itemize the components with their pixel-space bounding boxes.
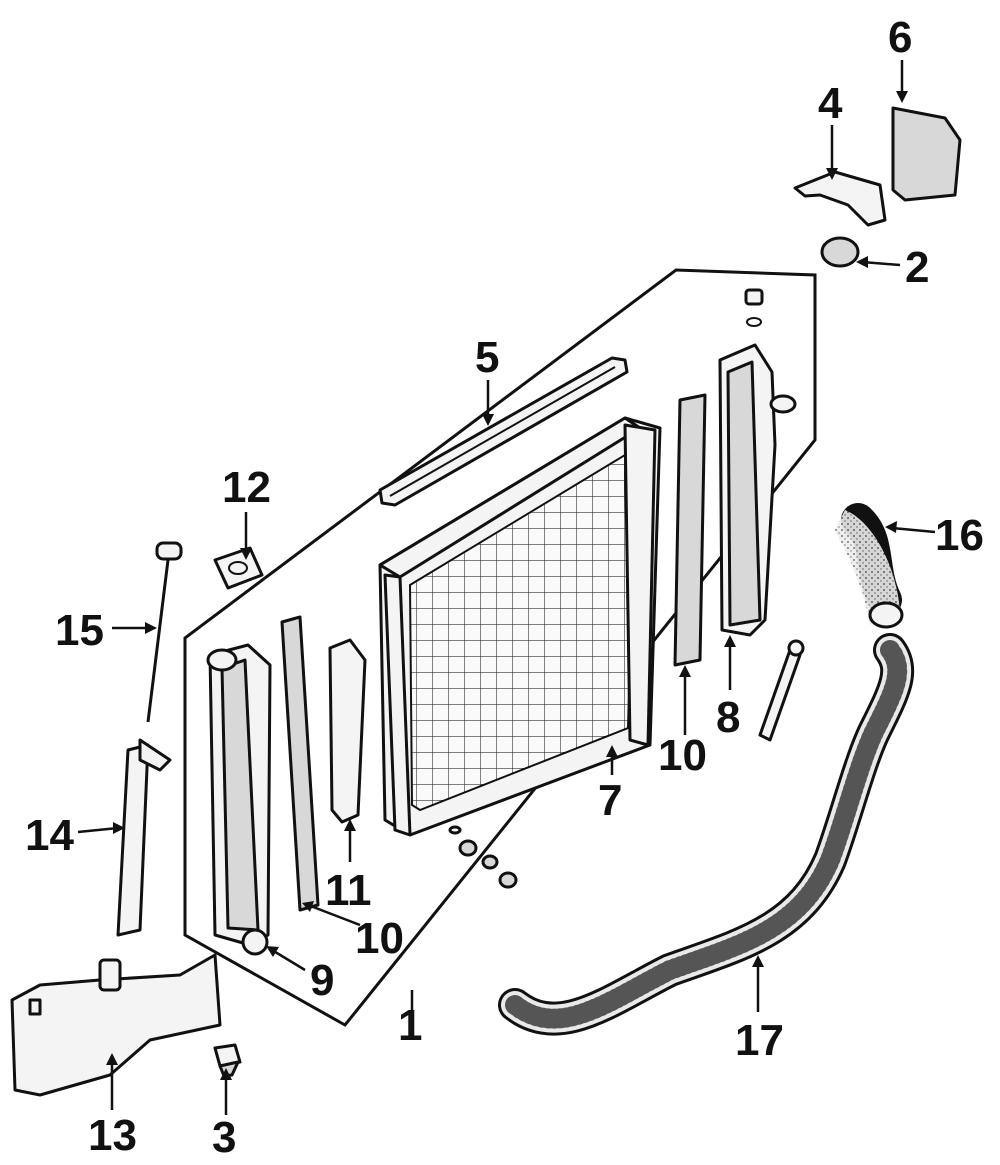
bushing (820, 236, 860, 268)
reservoir-tube (116, 738, 172, 937)
reservoir-tank (10, 953, 222, 1097)
radiator-core (378, 416, 662, 837)
side-bracket (328, 638, 367, 824)
assembly-outline (183, 268, 817, 1027)
callout-10-right: 10 (658, 731, 707, 780)
callout-6: 6 (888, 13, 912, 62)
fastener-set (448, 825, 518, 889)
callout-13: 13 (88, 1111, 137, 1160)
right-seal-strip (673, 393, 707, 667)
callout-8: 8 (716, 693, 740, 742)
callout-3: 3 (212, 1113, 236, 1162)
upper-bracket (793, 170, 887, 227)
reservoir-rod (146, 541, 183, 723)
callout-2: 2 (905, 243, 929, 292)
upper-hose (835, 503, 904, 629)
callout-14: 14 (25, 811, 74, 860)
callout-9: 9 (310, 956, 334, 1005)
callout-4: 4 (818, 79, 843, 128)
shroud-plate (891, 106, 962, 202)
callout-16: 16 (935, 511, 984, 560)
left-seal-strip (280, 615, 320, 912)
callout-15: 15 (55, 606, 104, 655)
callout-7: 7 (598, 776, 622, 825)
callout-12: 12 (222, 463, 271, 512)
left-tank (206, 643, 272, 956)
leader-lines (77, 60, 936, 1115)
cap-gasket (213, 546, 264, 590)
callout-11: 11 (325, 866, 372, 915)
callout-5: 5 (475, 333, 499, 382)
callout-17: 17 (735, 1016, 784, 1065)
callout-1: 1 (398, 1001, 422, 1050)
callout-10-left: 10 (355, 914, 404, 963)
upper-rail (378, 356, 629, 507)
right-tank (718, 288, 805, 742)
lower-hose (498, 633, 915, 1036)
callout-labels: 1 2 3 4 5 6 7 8 9 10 10 11 12 13 14 15 1… (25, 13, 984, 1162)
